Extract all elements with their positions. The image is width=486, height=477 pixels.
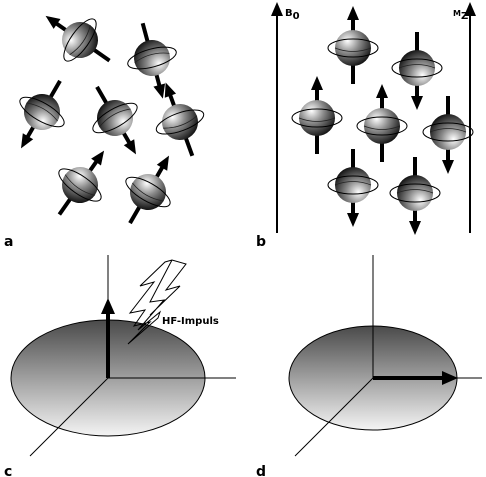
spin-a-5 (140, 71, 218, 167)
spin-b-2 (390, 30, 444, 112)
panel-d-diagram (288, 255, 482, 457)
panel-a-label: a (4, 234, 13, 250)
mz-main: M (453, 9, 461, 18)
panel-c-magnetization-arrow (101, 298, 115, 378)
panel-d-x-axis (294, 377, 374, 457)
spin-a-3 (0, 66, 84, 163)
panel-d-magnetization-arrow (373, 371, 458, 385)
spin-a-7 (106, 141, 193, 238)
spin-a-6 (36, 134, 127, 231)
spin-b-4 (355, 82, 409, 164)
spin-b-5 (421, 94, 475, 176)
mz-arrow (464, 2, 476, 233)
spin-b-7 (388, 155, 442, 237)
spin-a-4 (73, 72, 160, 169)
spin-b-1 (326, 4, 380, 86)
b0-main: B (285, 8, 293, 19)
panel-c-label: c (4, 464, 12, 477)
spin-b-6 (326, 147, 380, 229)
lightning-bolt-icon (127, 259, 187, 345)
mz-label: MZ (453, 9, 468, 22)
panel-b-aligned-spins (290, 4, 475, 237)
panel-a-random-spins (0, 0, 218, 238)
spin-a-1 (29, 0, 126, 84)
b0-sub: 0 (293, 11, 300, 22)
spin-b-3 (290, 74, 344, 156)
hf-pulse-label: HF-Impuls (162, 316, 219, 327)
b0-field-arrow (271, 2, 283, 233)
b0-label: B0 (285, 8, 300, 22)
spin-a-2 (116, 14, 190, 108)
panel-c-diagram: HF-Impuls (10, 255, 236, 457)
panel-c-x-axis (29, 377, 109, 457)
mz-sub: Z (461, 11, 468, 22)
panel-b-label: b (256, 234, 266, 250)
panel-d-label: d (256, 464, 266, 477)
